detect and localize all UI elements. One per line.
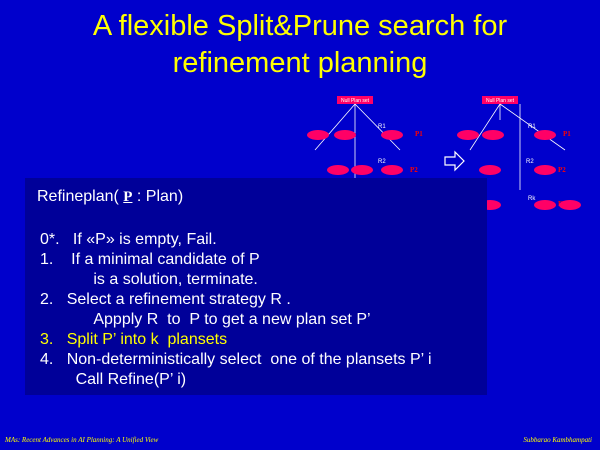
step-3: 3. Split P’ into k plansets [40,330,600,350]
step-1: 1. If a minimal candidate of P [40,250,600,270]
left-node [307,130,329,140]
right-node [559,200,581,210]
step-num: 2. [40,291,54,308]
step-text: is a solution, terminate. [93,271,258,288]
right-branch-1 [469,103,501,151]
step-num: 4. [40,351,54,368]
left-planset-1: P1 [415,130,423,138]
right-node [482,130,504,140]
right-refinement-k: Rk [528,196,536,202]
left-planset-2: P2 [410,166,418,174]
step-num: 1. [40,251,54,268]
step-0: 0*. If «P» is empty, Fail. [40,230,600,250]
right-root-label: Null Plan set [486,98,515,104]
step-text: Select a refinement strategy R . [66,291,291,308]
right-root-box [482,96,518,104]
step-num: 3. [40,331,54,348]
right-planset-2: P2 [558,166,566,174]
right-node [534,165,556,175]
right-nodes [457,130,581,210]
slide-title-line1: A flexible Split&Prune search for [92,10,508,42]
left-node [381,165,403,175]
footer-right: Subbarao Kambhampati [523,436,592,444]
left-node [334,130,356,140]
right-node [479,165,501,175]
procedure-header-var: P [123,189,133,205]
step-num: 0*. [40,231,60,248]
left-refinement-2: R2 [378,159,386,165]
step-1-cont: is a solution, terminate. [40,270,600,290]
left-branch-2 [354,103,401,151]
procedure-header-suffix: : Plan) [132,188,184,205]
step-4: 4. Non-deterministically select one of t… [40,350,600,370]
right-refinement-2: R2 [526,159,534,165]
right-planset-1: P1 [563,130,571,138]
footer-left: MAs: Recent Advances in AI Planning: A U… [5,436,159,444]
right-refinement-1: R1 [528,124,536,130]
step-2: 2. Select a refinement strategy R . [40,290,600,310]
procedure-panel [25,178,487,395]
procedure-header: Refineplan( P : Plan) [37,188,183,206]
procedure-steps: 0*. If «P» is empty, Fail. 1. If a minim… [40,230,600,390]
right-node [534,130,556,140]
left-node [351,165,373,175]
slide-title-line2: refinement planning [172,47,428,79]
left-branch-1 [314,103,356,151]
right-tree: Null Plan set R1 P1 R2 P2 Rk Pk [457,96,581,210]
left-refinement-1: R1 [378,124,386,130]
step-text: Appply R to P to get a new plan set P’ [93,311,371,328]
step-2-cont: Appply R to P to get a new plan set P’ [40,310,600,330]
left-root-label: Null Plan set [341,98,370,104]
step-text: Split P’ into k plansets [66,331,228,348]
right-arrow-icon [444,150,465,172]
left-root-box [337,96,373,104]
step-text: Call Refine(P’ i) [75,371,187,388]
slide-title: A flexible Split&Prune search for refine… [0,8,600,82]
right-node [457,130,479,140]
step-text: If a minimal candidate of P [71,251,260,268]
left-node [327,165,349,175]
step-text: If «P» is empty, Fail. [72,231,217,248]
right-branch-2 [499,103,566,151]
right-node [534,200,556,210]
step-4-cont: Call Refine(P’ i) [40,370,600,390]
procedure-header-prefix: Refineplan( [37,188,124,205]
left-node [381,130,403,140]
step-text: Non-deterministically select one of the … [66,351,432,368]
